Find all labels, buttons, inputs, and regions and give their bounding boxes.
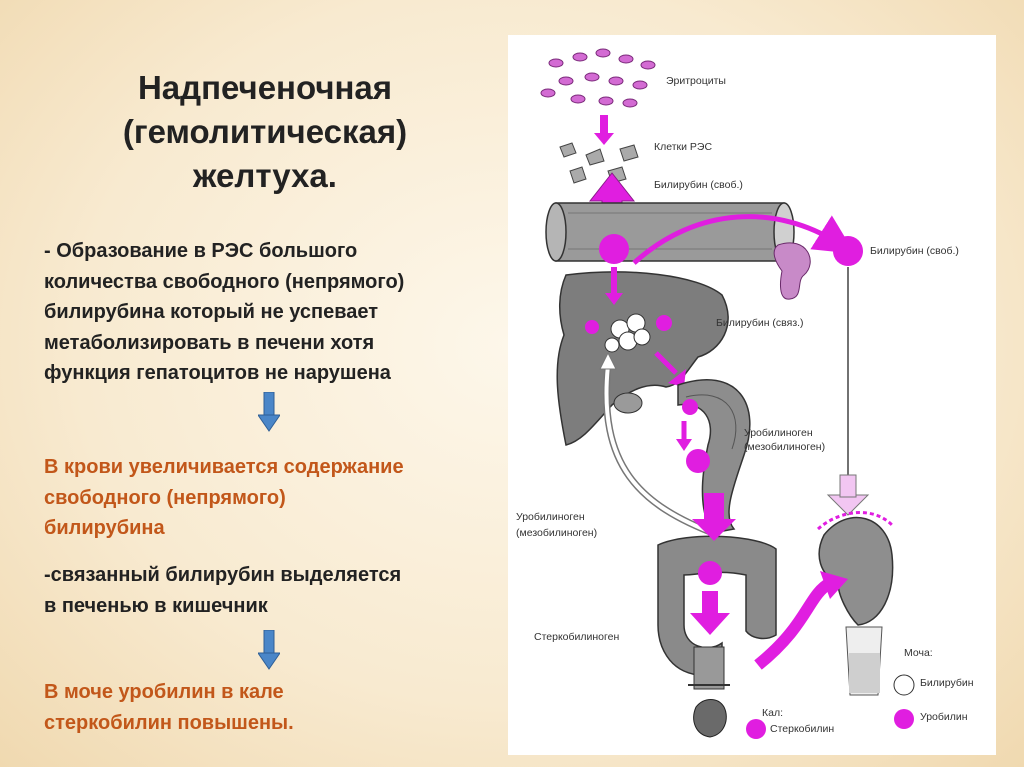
label-feces: Кал: (762, 707, 783, 719)
text-line: В крови увеличивается содержание (44, 456, 404, 478)
label-urobilinogen-2: Уробилиноген (516, 511, 585, 523)
liver (556, 271, 729, 446)
paragraph-bound-bilirubin: -связанный билирубин выделяется в печень… (44, 560, 504, 621)
blood-vessel (545, 202, 795, 262)
urine-glass-icon (845, 626, 883, 696)
label-urine-urobilin: Уробилин (920, 711, 968, 723)
text-line: -связанный билирубин выделяется (44, 564, 402, 586)
label-stercobilinogen: Стеркобилиноген (534, 631, 620, 643)
label-res-cells: Клетки РЭС (654, 141, 713, 153)
label-bilirubin-free-2: Билирубин (своб.) (870, 245, 959, 257)
label-bilirubin-free-1: Билирубин (своб.) (654, 179, 743, 191)
res-cells-icon (559, 142, 639, 184)
text-line: стеркобилин повышены. (44, 711, 294, 734)
slide-title: Надпеченочная (гемолитическая) желтуха. (50, 66, 480, 198)
bilirubin-metabolism-diagram: Эритроциты Клетки РЭС Билирубин (своб.) … (508, 35, 996, 755)
text-line: метаболизировать в печени хотя (44, 331, 375, 354)
text-line: билирубина (44, 517, 165, 539)
label-erythrocytes: Эритроциты (666, 75, 726, 87)
paragraph-urine-feces: В моче уробилин в кале стеркобилин повыш… (44, 677, 504, 738)
paragraph-blood-bilirubin: В крови увеличивается содержание свободн… (44, 452, 504, 544)
text-line: свободного (непрямого) (44, 486, 286, 509)
paragraph-res-formation: - Образование в РЭС большого количества … (44, 236, 504, 389)
label-feces-stercobilin: Стеркобилин (770, 723, 835, 735)
hepatocytes-icon (604, 313, 651, 353)
diagram-svg (540, 48, 915, 739)
label-urine-bilirubin: Билирубин (920, 677, 974, 689)
label-urobilinogen-1b: (мезобилиноген) (744, 441, 826, 453)
small-intestine (677, 379, 751, 534)
text-line: В моче уробилин в кале (44, 681, 284, 703)
text-line: - Образование в РЭС большого (44, 240, 358, 262)
erythrocytes-icon (540, 48, 656, 108)
title-line-3: желтуха. (193, 157, 337, 194)
label-bilirubin-bound: Билирубин (связ.) (716, 317, 804, 329)
down-arrow-icon (258, 392, 280, 432)
label-urobilinogen-1: Уробилиноген (744, 427, 813, 439)
text-line: количества свободного (непрямого) (44, 270, 405, 293)
text-line: функция гепатоцитов не нарушена (44, 362, 391, 384)
down-arrow-icon (258, 630, 280, 670)
title-line-2: (гемолитическая) (122, 113, 408, 150)
title-line-1: Надпеченочная (137, 69, 393, 106)
text-line: в печенью в кишечник (44, 594, 268, 617)
label-urobilinogen-2b: (мезобилиноген) (516, 527, 598, 539)
label-urine: Моча: (904, 647, 933, 659)
kidney (816, 511, 894, 626)
text-line: билирубина который не успевает (44, 301, 379, 323)
